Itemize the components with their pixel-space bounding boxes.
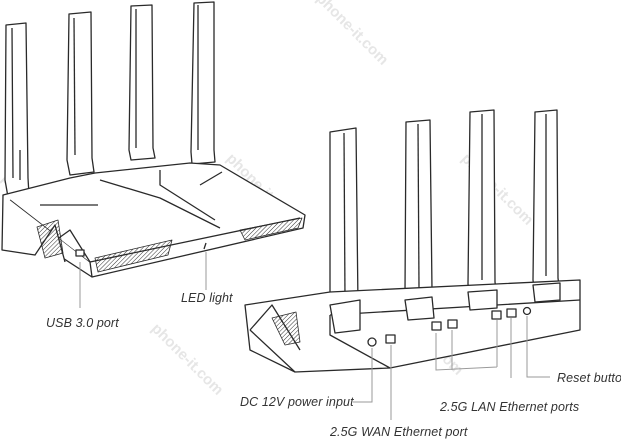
usb-port (75, 249, 85, 257)
wan-port (385, 334, 396, 344)
reset-button (522, 306, 532, 316)
reset-button-label: Reset button (557, 371, 621, 385)
antenna (4, 22, 30, 198)
router-front-body (1, 162, 306, 278)
lan-port (447, 319, 458, 329)
antenna (128, 4, 156, 161)
dc-power-label: DC 12V power input (240, 395, 354, 409)
leader-lines (79, 252, 550, 420)
antenna (190, 1, 216, 165)
antenna (532, 109, 561, 297)
router-rear-body (244, 279, 581, 373)
antenna (66, 11, 95, 176)
usb-port-label: USB 3.0 port (46, 316, 119, 330)
wan-port-label: 2.5G WAN Ethernet port (330, 425, 468, 439)
led-light (203, 242, 207, 250)
lan-port (431, 321, 442, 331)
lan-port (491, 310, 502, 320)
led-light-label: LED light (181, 291, 233, 305)
antenna (404, 119, 435, 311)
lan-port (506, 308, 517, 318)
antenna (467, 109, 498, 301)
lan-ports-label: 2.5G LAN Ethernet ports (440, 400, 580, 414)
dc-power-port (367, 337, 377, 347)
